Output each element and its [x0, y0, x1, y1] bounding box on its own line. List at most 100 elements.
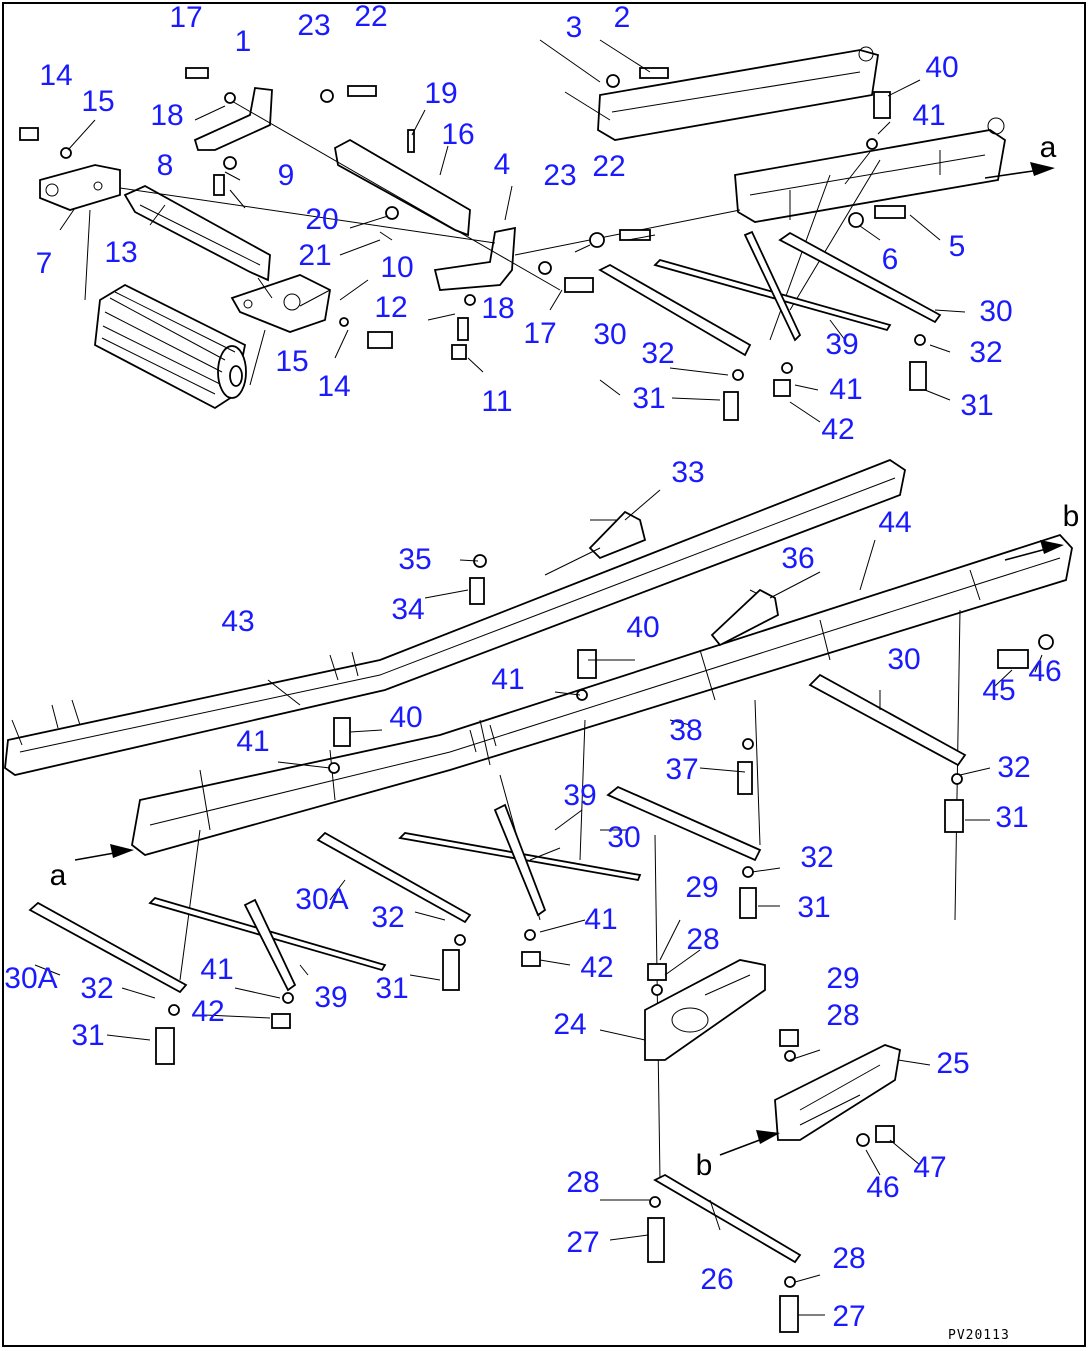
ref-b-upper: b — [1062, 500, 1080, 533]
callout-36: 36 — [781, 542, 815, 575]
ref-b-lower: b — [695, 1149, 713, 1182]
callout-17-b: 17 — [523, 317, 557, 350]
callout-28-c: 28 — [566, 1166, 600, 1199]
callout-46-b: 46 — [866, 1171, 900, 1204]
ref-a-lower: a — [49, 859, 67, 892]
callout-15-b: 15 — [275, 345, 309, 378]
callout-16: 16 — [441, 118, 475, 151]
callout-11: 11 — [481, 385, 513, 418]
callout-28-d: 28 — [832, 1242, 866, 1275]
callout-41-a: 41 — [912, 99, 946, 132]
callout-41-f: 41 — [200, 953, 234, 986]
callout-17-a: 17 — [169, 1, 203, 34]
callout-39-b: 39 — [563, 779, 597, 812]
callout-6: 6 — [881, 243, 899, 276]
upper-bar — [597, 49, 880, 141]
callout-47: 47 — [913, 1151, 947, 1184]
upper-hardware — [19, 67, 927, 421]
callout-42-a: 42 — [821, 413, 855, 446]
callout-14-b: 14 — [317, 370, 351, 403]
callout-34: 34 — [391, 593, 425, 626]
callout-26: 26 — [700, 1263, 734, 1296]
callout-40-c: 40 — [389, 701, 423, 734]
arm-1 — [193, 87, 273, 151]
callout-2: 2 — [613, 1, 631, 34]
callout-28-b: 28 — [826, 999, 860, 1032]
callout-33: 33 — [671, 456, 705, 489]
callout-41-e: 41 — [584, 903, 618, 936]
callout-39-c: 39 — [314, 981, 348, 1014]
callout-31-b: 31 — [960, 389, 994, 422]
callout-41-d: 41 — [236, 725, 270, 758]
callout-32-f: 32 — [80, 972, 114, 1005]
callout-3: 3 — [565, 11, 583, 44]
callout-18-b: 18 — [481, 292, 515, 325]
callout-22-b: 22 — [592, 150, 626, 183]
callout-43: 43 — [221, 605, 255, 638]
callout-23-b: 23 — [543, 159, 577, 192]
bracket-4 — [433, 226, 516, 291]
callout-30-a: 30 — [593, 318, 627, 351]
callout-41-b: 41 — [829, 373, 863, 406]
callout-10: 10 — [380, 251, 414, 284]
callout-31-f: 31 — [71, 1019, 105, 1052]
callout-32-b: 32 — [969, 336, 1003, 369]
callout-28-a: 28 — [686, 923, 720, 956]
callout-19: 19 — [424, 77, 458, 110]
callout-7: 7 — [35, 247, 53, 280]
callout-14-a: 14 — [39, 59, 73, 92]
callout-32-d: 32 — [800, 841, 834, 874]
frame-13 — [123, 184, 271, 282]
callout-27-b: 27 — [832, 1300, 866, 1333]
callout-29-a: 29 — [685, 871, 719, 904]
callout-31-a: 31 — [632, 382, 666, 415]
callout-23-a: 23 — [297, 9, 331, 42]
reference-arrows — [74, 162, 1064, 1156]
callout-22-a: 22 — [354, 0, 388, 33]
roller-part — [94, 283, 247, 410]
callout-30a-b: 30A — [4, 962, 58, 995]
main-frame — [4, 458, 1073, 1181]
callout-29-b: 29 — [826, 962, 860, 995]
callout-46-a: 46 — [1028, 655, 1062, 688]
callout-30-c: 30 — [887, 643, 921, 676]
callout-44: 44 — [878, 506, 912, 539]
callout-42-c: 42 — [191, 995, 225, 1028]
callout-1: 1 — [234, 25, 252, 58]
callout-38: 38 — [669, 714, 703, 747]
callout-13: 13 — [104, 236, 138, 269]
callout-40-b: 40 — [626, 611, 660, 644]
callout-32-e: 32 — [371, 901, 405, 934]
bracket-10 — [230, 274, 331, 333]
callout-8: 8 — [156, 149, 174, 182]
callout-24: 24 — [553, 1008, 587, 1041]
callout-45: 45 — [982, 674, 1016, 707]
callout-40-a: 40 — [925, 51, 959, 84]
callout-31-c: 31 — [995, 801, 1029, 834]
callout-5: 5 — [948, 230, 966, 263]
callout-18-a: 18 — [150, 99, 184, 132]
callout-30-b: 30 — [979, 295, 1013, 328]
callout-25: 25 — [936, 1047, 970, 1080]
callout-4: 4 — [493, 148, 511, 181]
callout-21: 21 — [298, 239, 332, 272]
callout-20: 20 — [305, 203, 339, 236]
leader-lines — [34, 39, 1043, 1316]
bracket-7 — [39, 164, 121, 211]
callout-9: 9 — [277, 159, 295, 192]
callout-42-b: 42 — [580, 951, 614, 984]
callout-31-d: 31 — [797, 891, 831, 924]
drawing-code: PV20113 — [948, 1328, 1010, 1343]
callout-39-a: 39 — [825, 328, 859, 361]
callout-32-a: 32 — [641, 337, 675, 370]
callout-30a-a: 30A — [295, 883, 349, 916]
callout-15-a: 15 — [81, 85, 115, 118]
callout-12: 12 — [374, 291, 408, 324]
ref-a-upper: a — [1039, 131, 1057, 164]
callout-31-e: 31 — [375, 972, 409, 1005]
callout-27-a: 27 — [566, 1226, 600, 1259]
lower-gussets — [644, 959, 902, 1333]
callout-35: 35 — [398, 543, 432, 576]
